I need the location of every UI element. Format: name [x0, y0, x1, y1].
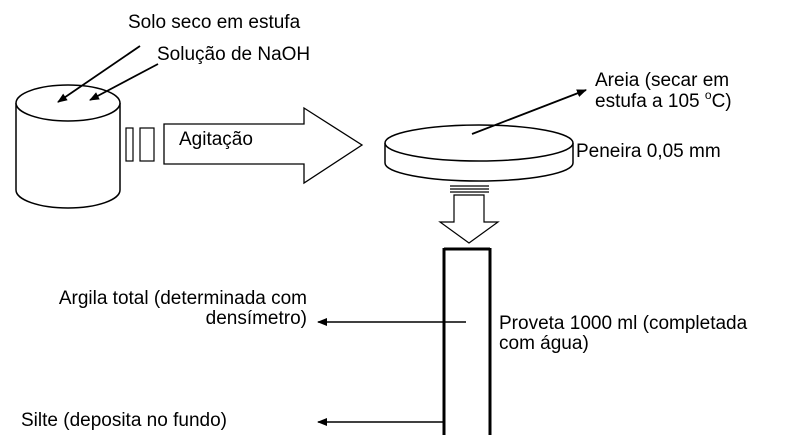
soil-cylinder [15, 84, 121, 209]
proveta [442, 247, 492, 435]
solucao-label: Solução de NaOH [157, 44, 311, 65]
agitacao-label: Agitação [179, 129, 253, 150]
peneira-label: Peneira 0,05 mm [576, 141, 721, 162]
agitation-arrow [163, 106, 364, 185]
areia-label-line1: Areia (secar em [595, 70, 730, 91]
sieve [384, 124, 574, 182]
proveta-label-line2: com água) [499, 333, 589, 354]
sieve-outlet [450, 185, 489, 193]
down-arrow [438, 194, 500, 244]
solucao-arrow [89, 63, 159, 101]
areia-label-line2: estufa a 105 oC) [595, 87, 732, 112]
proveta-label-line1: Proveta 1000 ml (completada [499, 313, 748, 334]
motion-bar-1 [125, 127, 134, 162]
argila-label-line1: Argila total (determinada com [58, 288, 307, 309]
argila-label-line2: densímetro) [205, 308, 307, 329]
motion-bar-2 [139, 127, 155, 162]
areia-arrow [471, 89, 587, 135]
solo-seco-arrow [57, 45, 141, 103]
solo-seco-label: Solo seco em estufa [128, 12, 301, 33]
silte-label: Silte (deposita no fundo) [21, 410, 227, 431]
